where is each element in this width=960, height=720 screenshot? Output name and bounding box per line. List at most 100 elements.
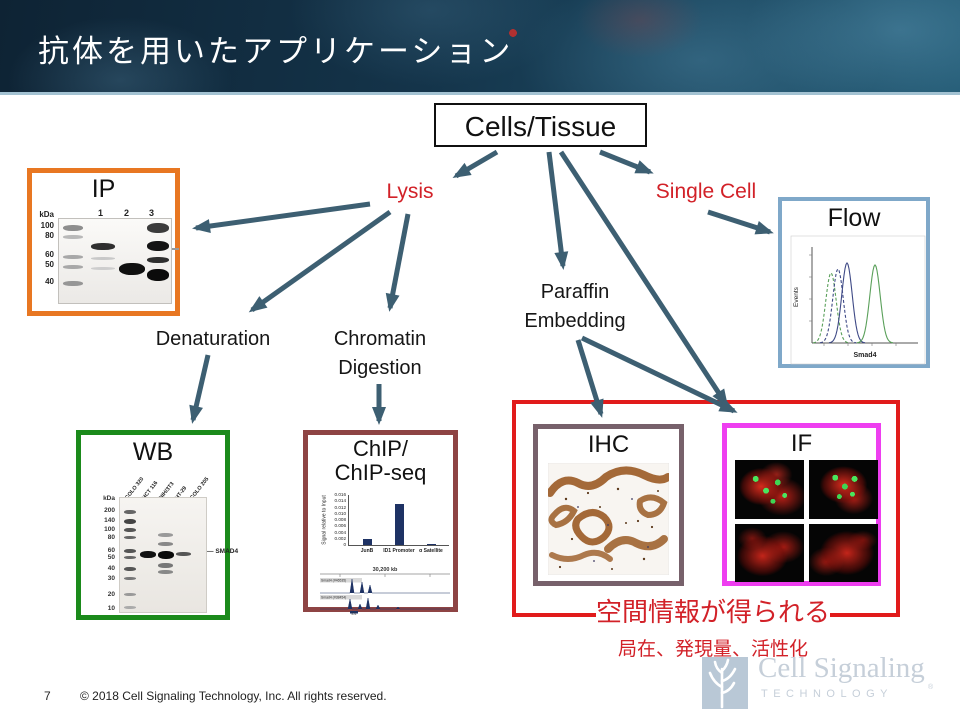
- chip-ytick-0.012: 0.012: [334, 504, 347, 510]
- chip-ytick-0.008: 0.008: [334, 517, 347, 522]
- paraffin-embedding-label: Paraffin Embedding: [500, 278, 650, 336]
- if-image-grid: [735, 460, 878, 582]
- ip-gel-panel: [58, 218, 172, 304]
- wb-kda-50: 50: [107, 554, 115, 561]
- chip-plot-area: JunB ID1 Promoter α Satellite: [348, 495, 449, 554]
- flow-curve-dashed-green: [812, 272, 850, 344]
- chip-ytick-0.016: 0.016: [334, 492, 347, 497]
- page-number: 7: [44, 689, 51, 703]
- chip-label-line1: ChIP/: [352, 436, 409, 461]
- slide-title: 抗体を用いたアプリケーション: [38, 34, 514, 69]
- wb-kda-100: 100: [104, 526, 115, 533]
- paraffin-line2: Embedding: [524, 310, 626, 332]
- wb-kda-60: 60: [107, 547, 115, 554]
- lysis-label: Lysis: [386, 180, 434, 203]
- cst-logo: Cell Signaling TECHNOLOGY ®: [702, 652, 952, 714]
- flow-y-axis-label: Events: [793, 286, 800, 307]
- wb-node: WB kDa 200 140 100 80 60 50 40 30 20 10 …: [76, 430, 238, 620]
- arrow-denaturation-to-wb: [189, 354, 211, 424]
- cst-tree-icon: [702, 657, 748, 709]
- flow-x-axis-label: Smad4: [854, 352, 877, 359]
- arrow-lysis-to-ip: [192, 201, 371, 234]
- wb-kda-unit: kDa: [103, 495, 115, 502]
- arrow-cells-to-lysis: [452, 149, 499, 179]
- chip-label-line2: ChIP-seq: [334, 460, 427, 485]
- flow-label: Flow: [827, 204, 881, 232]
- ip-kda-50: 50: [45, 260, 54, 269]
- arrow-lysis-to-chromatin-digestion: [385, 213, 411, 312]
- wb-band-label: — SMAD4: [207, 548, 239, 555]
- ip-lane-1: 1: [98, 208, 104, 218]
- chip-category-α Satellite: α Satellite: [419, 548, 443, 554]
- chip-ytick-0.004: 0.004: [334, 529, 347, 535]
- wb-gel-panel: [119, 497, 207, 613]
- ip-node: IP kDa 100 80 60 50 40 1 2 3: [27, 168, 180, 316]
- chip-bar-ID1 Promoter: [394, 504, 404, 545]
- wb-kda-140: 140: [104, 517, 115, 524]
- arrow-lysis-to-denaturation: [248, 209, 392, 313]
- chip-ytick-0: 0: [343, 542, 346, 547]
- chip-ytick-0.002: 0.002: [334, 535, 347, 541]
- ihc-tissue-image: [548, 463, 669, 575]
- arrow-cells-to-paraffin-embedding: [546, 151, 569, 270]
- chip-category-ID1 Promoter: ID1 Promoter: [383, 548, 415, 554]
- flow-curve-solid-blue: [828, 262, 866, 344]
- ip-kda-60: 60: [45, 250, 54, 259]
- wb-label: WB: [132, 438, 174, 466]
- wb-kda-80: 80: [107, 534, 115, 541]
- denaturation-label: Denaturation: [155, 328, 271, 350]
- chip-ytick-0.010: 0.010: [334, 510, 347, 516]
- flow-cytometry-plot: Events Smad4: [790, 235, 926, 365]
- if-panel-2: [809, 460, 878, 519]
- chip-bar-JunB: [362, 538, 372, 545]
- spatial-info-caption: 空間情報が得られる: [596, 592, 830, 629]
- ip-kda-100: 100: [40, 221, 54, 230]
- chip-ytick-0.014: 0.014: [334, 498, 347, 504]
- chip-category-JunB: JunB: [360, 548, 374, 554]
- if-panel-3: [735, 523, 804, 582]
- chromatin-line1: Chromatin: [333, 328, 427, 350]
- cst-logo-sub: TECHNOLOGY: [761, 688, 894, 700]
- ip-lane-3: 3: [149, 208, 155, 218]
- arrow-single-cell-to-flow: [707, 209, 774, 235]
- wb-kda-20: 20: [107, 591, 115, 598]
- chip-node: ChIP/ ChIP-seq Signal relative to Input …: [303, 430, 458, 615]
- gene-label: ID1: [352, 612, 357, 615]
- chip-bar-α Satellite: [426, 544, 436, 545]
- wb-kda-10: 10: [107, 605, 115, 612]
- wb-western-blot-image: kDa 200 140 100 80 60 50 40 30 20 10 COL…: [93, 475, 238, 617]
- ip-kda-40: 40: [45, 277, 54, 286]
- ip-kda-80: 80: [45, 231, 54, 240]
- ip-band-marker-dash: [172, 248, 179, 250]
- cst-logo-reg: ®: [928, 684, 934, 691]
- subnote-caption: 局在、発現量、活性化: [617, 639, 808, 660]
- flow-node: Flow Events Smad4: [778, 197, 930, 368]
- wb-kda-30: 30: [107, 575, 115, 582]
- chip-seq-genome-tracks: 30,200 kb Smad4 (#46535) Smad4 (#38454) …: [320, 567, 450, 615]
- chromatin-digestion-label: Chromatin Digestion: [310, 325, 450, 383]
- ihc-node: IHC: [533, 424, 684, 586]
- if-node: IF: [722, 423, 881, 586]
- ip-kda-unit: kDa: [39, 210, 54, 219]
- track2-label: Smad4 (#38454): [321, 596, 346, 600]
- wb-kda-40: 40: [107, 565, 115, 572]
- wb-kda-200: 200: [104, 507, 115, 514]
- track1-label: Smad4 (#46535): [321, 579, 346, 583]
- single-cell-label: Single Cell: [655, 180, 757, 203]
- flow-curve-solid-green: [856, 264, 894, 344]
- header-banner: 抗体を用いたアプリケーション: [0, 0, 960, 95]
- cells-tissue-node: Cells/Tissue: [434, 103, 647, 147]
- arrow-cells-to-single-cell: [599, 149, 654, 175]
- paraffin-line1: Paraffin: [540, 281, 610, 303]
- chromatin-line2: Digestion: [338, 357, 422, 379]
- if-label: IF: [790, 430, 813, 457]
- cst-logo-name: Cell Signaling: [758, 652, 925, 684]
- if-panel-1: [735, 460, 804, 519]
- ip-lane-2: 2: [124, 208, 130, 218]
- chip-ytick-0.006: 0.006: [334, 523, 347, 529]
- ip-label: IP: [91, 175, 116, 203]
- ihc-label: IHC: [587, 431, 630, 458]
